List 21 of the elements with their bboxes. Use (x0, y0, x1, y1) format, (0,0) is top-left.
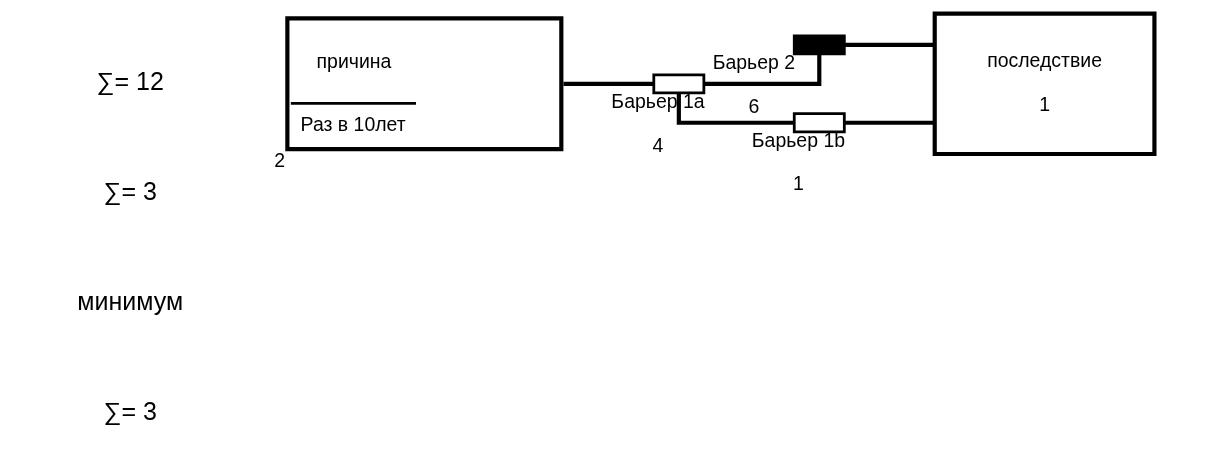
label: ∑= 3 (103, 176, 157, 205)
node-label: Барьер 1b (751, 129, 846, 152)
connector (703, 54, 822, 86)
node-label: Барьер 1a (611, 90, 705, 113)
node-box: последствие 1 (932, 11, 1157, 157)
node-label: 6 (748, 94, 760, 117)
node-label: 1 (793, 172, 804, 195)
connector (563, 81, 654, 86)
node-label: 4 (652, 133, 664, 156)
node-bar (792, 34, 846, 56)
label: ∑= 12 (96, 66, 164, 95)
node-box: причина Раз в 10лет (285, 16, 564, 152)
connector (844, 42, 935, 47)
connector (844, 120, 935, 125)
label: минимум (77, 286, 184, 315)
node-bar (792, 112, 846, 134)
node-bar (652, 73, 706, 95)
label: ∑= 3 (103, 396, 157, 425)
node-label: Барьер 2 (712, 51, 796, 74)
node-label: 2 (274, 148, 286, 171)
connector (676, 93, 795, 125)
